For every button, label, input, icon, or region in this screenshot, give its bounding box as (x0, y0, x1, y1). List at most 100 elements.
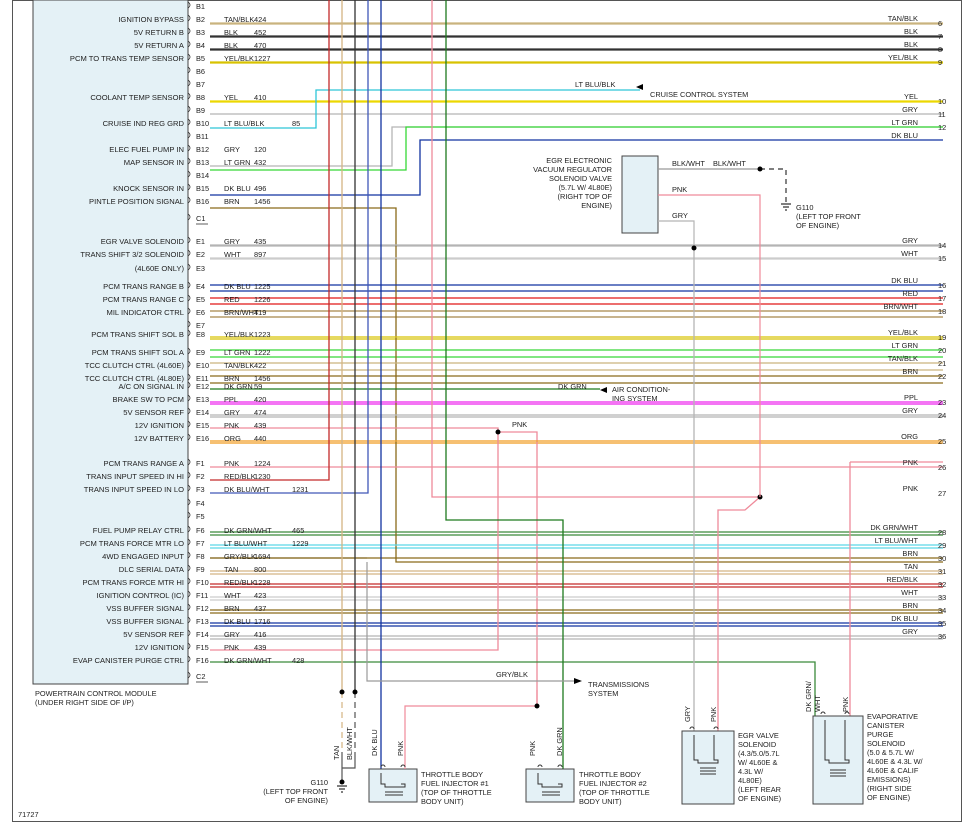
trans-system-label-2: SYSTEM (588, 689, 618, 698)
connector-end-number: 20 (938, 346, 946, 355)
pin-id: F16 (196, 656, 209, 665)
evap-label-3: PURGE (867, 730, 893, 739)
egr-reg-wire-blkwht-2: BLK/WHT (713, 159, 746, 168)
connector-end-number: 15 (938, 254, 946, 263)
wire-color-label: YEL/BLK (224, 54, 254, 63)
pcm-circuit-label: KNOCK SENSOR IN (113, 184, 184, 193)
wire-color-label: BRN/WHT (224, 308, 259, 317)
connector-bracket (187, 66, 191, 74)
circuit-number: 800 (254, 565, 266, 574)
pcm-circuit-label: CRUISE IND REG GRD (103, 119, 185, 128)
pcm-circuit-label: PCM TRANS SHIFT SOL A (92, 348, 185, 357)
pcm-circuit-label: TCC CLUTCH CTRL (4L80E) (85, 374, 185, 383)
circuit-number: 474 (254, 408, 266, 417)
egr-reg-label-3: SOLENOID VALVE (549, 174, 612, 183)
evap-coil (820, 711, 850, 777)
pin-id: E14 (196, 408, 209, 417)
right-wire-label: BRN (902, 601, 918, 610)
pcm-circuit-label: PINTLE POSITION SIGNAL (89, 197, 184, 206)
circuit-number: 1224 (254, 459, 270, 468)
connector-bracket (187, 281, 191, 289)
right-wire-label: DK GRN/WHT (870, 523, 918, 532)
connector-bracket (187, 616, 191, 624)
egr-reg-splice (757, 166, 763, 172)
wire-pintle (210, 207, 943, 563)
evap-label-1: EVAPORATIVE (867, 712, 918, 721)
wire-color-label: ORG (224, 434, 241, 443)
right-wire-label: RED/BLK (886, 575, 918, 584)
pcm-circuit-label: TRANS INPUT SPEED IN LO (84, 485, 184, 494)
g110-bottom-ground-icon (337, 785, 347, 793)
pnk-splice-dot (495, 429, 501, 435)
connector-bracket (187, 564, 191, 572)
connector-end-number: 11 (938, 110, 946, 119)
pcm-circuit-label: MIL INDICATOR CTRL (107, 308, 185, 317)
pin-id: E1 (196, 237, 205, 246)
injector-pnk-splice (534, 703, 540, 709)
right-wire-label: BLK (904, 40, 918, 49)
egr-reg-label-4: (5.7L W/ 4L80E) (558, 183, 612, 192)
wire-input-speed-hi (210, 0, 330, 481)
vertical-wires (341, 0, 943, 769)
circuit-number: 59 (254, 382, 262, 391)
wire-color-label: DK BLU (224, 617, 251, 626)
wire-color-label: BLK (224, 41, 238, 50)
circuit-number: 420 (254, 395, 266, 404)
pin-id: B3 (196, 28, 205, 37)
connector-bracket (187, 131, 191, 139)
egr-vacuum-regulator-box (621, 155, 659, 234)
vertical-pnk (431, 0, 760, 498)
connector-bracket (187, 118, 191, 126)
connector-bracket (187, 603, 191, 611)
right-wire-label: TAN (904, 562, 918, 571)
connector-end-number: 7 (938, 32, 942, 41)
egr-valve-gry-label: GRY (683, 706, 692, 722)
pin-id: F13 (196, 617, 209, 626)
pin-id: F10 (196, 578, 209, 587)
circuit-number: 897 (254, 250, 266, 259)
connector-bracket (187, 329, 191, 337)
wire-color-label: DK BLU/WHT (224, 485, 270, 494)
pin-id: E15 (196, 421, 209, 430)
connector-bracket (187, 1, 191, 9)
wire-cruise (210, 89, 640, 129)
circuit-number: 1456 (254, 374, 270, 383)
connector-end-number: 25 (938, 437, 946, 446)
injector-2-label-1: THROTTLE BODY (579, 770, 641, 779)
connector-bracket (187, 360, 191, 368)
injector-2-dkgrn-label: DK GRN (555, 727, 564, 756)
connector-bracket (187, 92, 191, 100)
right-wire-label: BLK (904, 27, 918, 36)
pcm-circuit-label: IGNITION CONTROL (IC) (97, 591, 185, 600)
injector-1-coil (380, 764, 406, 796)
pcm-circuit-label: 12V BATTERY (134, 434, 184, 443)
connector-bracket (187, 484, 191, 492)
pin-id: F2 (196, 472, 205, 481)
connector-bracket (187, 655, 191, 663)
pcm-circuit-label: EGR VALVE SOLENOID (101, 237, 185, 246)
pcm-circuit-label: 5V SENSOR REF (123, 630, 184, 639)
pin-id: E12 (196, 382, 209, 391)
ac-wire-label: DK GRN (558, 382, 587, 391)
circuit-number: 439 (254, 421, 266, 430)
right-wire-label: GRY (902, 627, 918, 636)
egr-valve-label-1: EGR VALVE (738, 731, 779, 740)
egr-valve-label-6: 4L80E) (738, 776, 762, 785)
pin-id: E5 (196, 295, 205, 304)
connector-bracket (187, 498, 191, 506)
circuit-number: 85 (292, 119, 300, 128)
right-wire-label: PNK (903, 484, 918, 493)
ac-system-label-1: AIR CONDITION- (612, 385, 671, 394)
wire-color-label: GRY (224, 408, 240, 417)
g110-bottom-loc-2: OF ENGINE) (285, 796, 328, 805)
pin-id: B12 (196, 145, 209, 154)
connector-bracket (187, 471, 191, 479)
right-wire-label: PNK (903, 458, 918, 467)
pin-id: E7 (196, 321, 205, 330)
connector-end-number: 9 (938, 58, 942, 67)
pcm-circuit-label: 4WD ENGAGED INPUT (102, 552, 184, 561)
pin-id: E10 (196, 361, 209, 370)
right-wire-label: RED (902, 289, 918, 298)
